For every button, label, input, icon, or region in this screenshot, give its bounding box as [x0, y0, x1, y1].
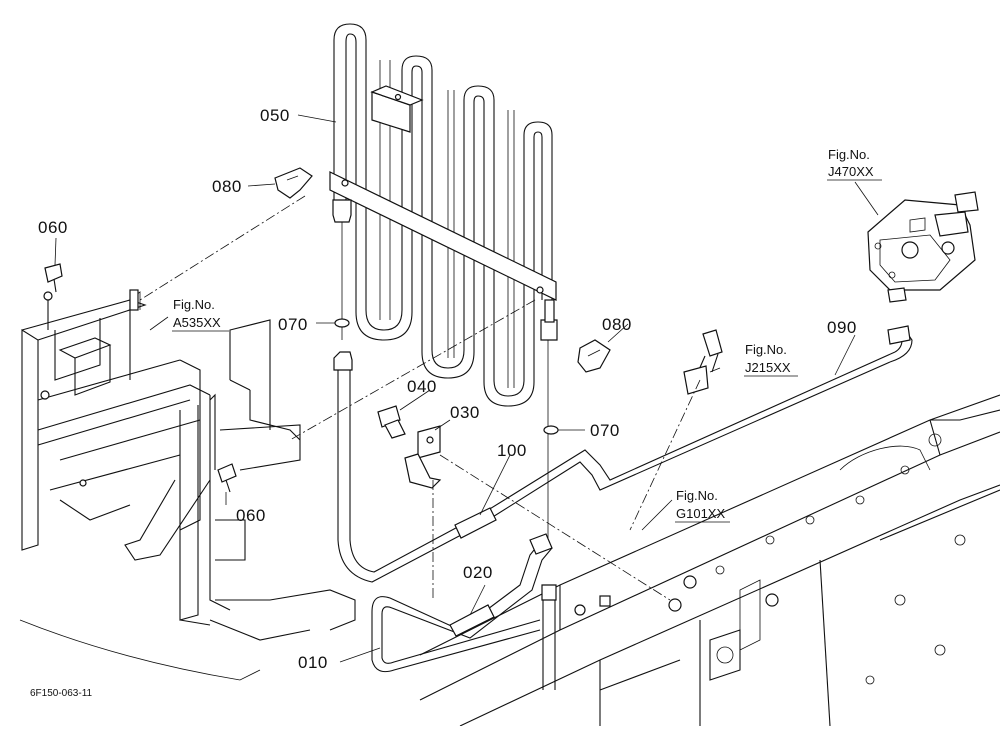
drawing-code: 6F150-063-11 [30, 688, 93, 699]
bolt-060-lower [217, 463, 237, 493]
clip-left [274, 167, 313, 199]
callout-050: 050 [260, 106, 290, 125]
svg-text:G101XX: G101XX [676, 506, 725, 521]
figref-g101: Fig.No. G101XX [675, 488, 730, 523]
svg-text:Fig.No.: Fig.No. [745, 342, 787, 357]
o-ring-left [334, 318, 350, 328]
callout-060-lower: 060 [236, 506, 266, 525]
fitting-j215 [683, 329, 723, 395]
svg-text:Fig.No.: Fig.No. [828, 147, 870, 162]
callout-080-right: 080 [602, 315, 632, 334]
leader-lines [54, 114, 879, 663]
bracket-030 [404, 425, 442, 489]
figref-j215: Fig.No. J215XX [744, 342, 798, 377]
callout-070-left: 070 [278, 315, 308, 334]
heater-coil [329, 23, 558, 540]
bracket-assembly [19, 289, 356, 681]
figref-a535: Fig.No. A535XX [172, 297, 229, 332]
svg-text:Fig.No.: Fig.No. [676, 488, 718, 503]
callout-070-right: 070 [590, 421, 620, 440]
chassis-frame [419, 394, 1000, 727]
figure-references: Fig.No. A535XX Fig.No. J470XX Fig.No. J2… [172, 147, 882, 523]
svg-text:Fig.No.: Fig.No. [173, 297, 215, 312]
callout-060-top: 060 [38, 218, 68, 237]
o-ring-right [543, 425, 559, 435]
callout-010: 010 [298, 653, 328, 672]
valve-j470 [867, 191, 979, 303]
clip-right [577, 339, 611, 373]
figref-j470: Fig.No. J470XX [827, 147, 882, 181]
svg-text:A535XX: A535XX [173, 315, 221, 330]
bolt-060-top [44, 263, 63, 293]
callout-030: 030 [450, 403, 480, 422]
hose-pipes [333, 325, 913, 690]
svg-text:J215XX: J215XX [745, 360, 791, 375]
callout-090: 090 [827, 318, 857, 337]
callout-100: 100 [497, 441, 527, 460]
callout-020: 020 [463, 563, 493, 582]
bolt-040 [377, 405, 406, 439]
callout-080-left: 080 [212, 177, 242, 196]
svg-text:J470XX: J470XX [828, 164, 874, 179]
callouts: 050 080 080 060 060 070 070 040 030 100 … [38, 106, 857, 672]
callout-040: 040 [407, 377, 437, 396]
